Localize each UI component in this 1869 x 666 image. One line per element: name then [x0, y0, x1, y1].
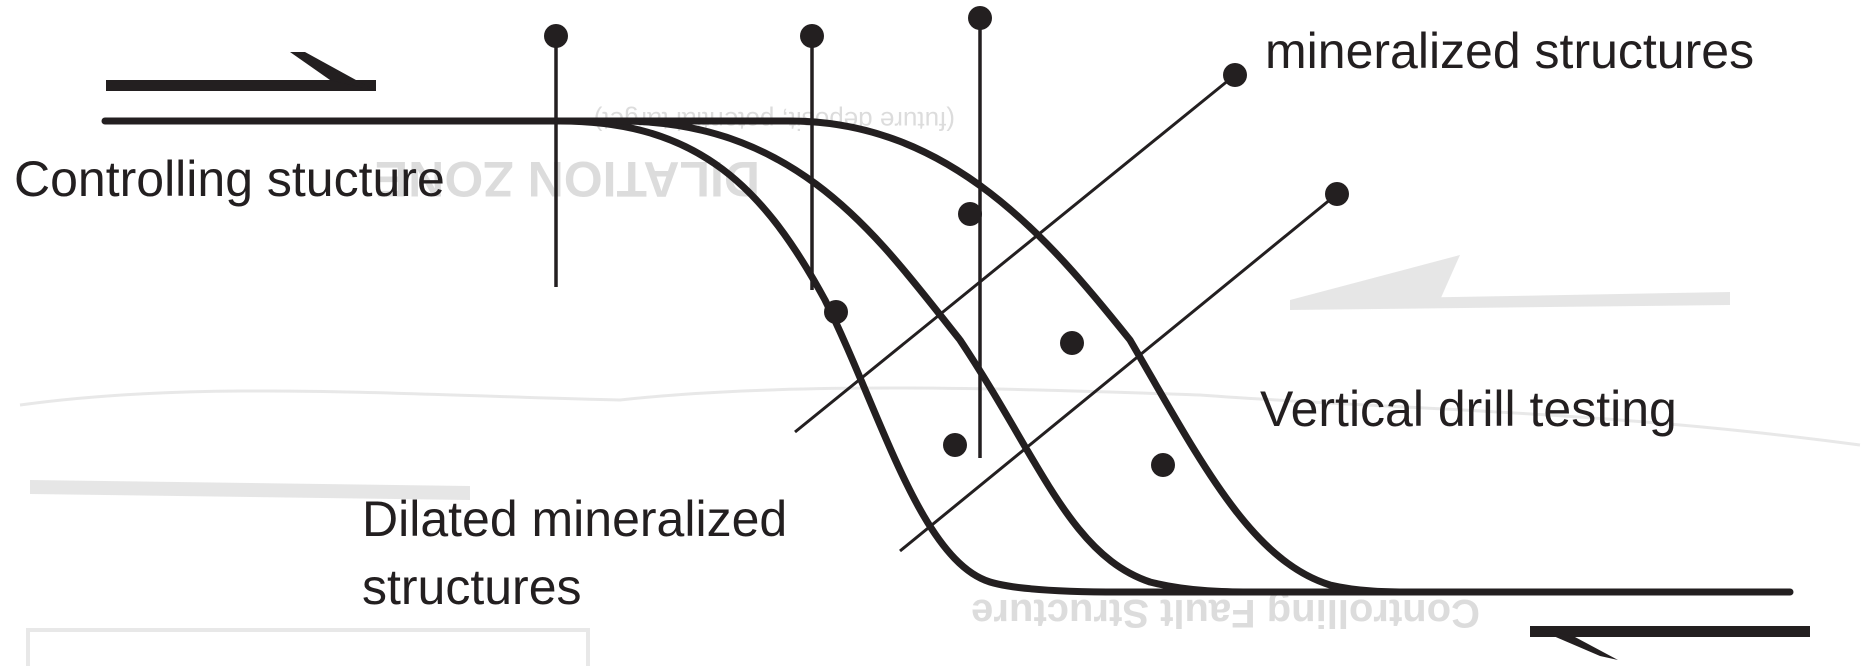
label-vertical-drill-testing: Vertical drill testing — [1260, 381, 1677, 437]
top-arrow-shaft — [106, 80, 376, 91]
angled-drill-collar-2 — [1325, 182, 1349, 206]
vertical-drill-collar-1 — [544, 24, 568, 48]
ghost-box — [28, 630, 588, 666]
bottom-arrow-shaft — [1530, 626, 1810, 637]
label-dilated-line2: structures — [362, 559, 582, 615]
label-dilated-line1: Dilated mineralized — [362, 491, 787, 547]
vertical-drill-collar-2 — [800, 24, 824, 48]
ghost-arrowhead-right — [1290, 255, 1460, 300]
intercept-point-3 — [1060, 331, 1084, 355]
vertical-drill-collar-3 — [968, 6, 992, 30]
label-controlling-structure: Controlling stucture — [14, 151, 445, 207]
intercept-point-1 — [824, 300, 848, 324]
ghost-controlling-fault: Controlling Fault Structure — [971, 591, 1480, 635]
label-mineralized-structures: mineralized structures — [1265, 23, 1754, 79]
intercept-point-2 — [958, 202, 982, 226]
angled-drill-hole-2 — [900, 194, 1337, 551]
angled-drill-collar-1 — [1223, 63, 1247, 87]
intercept-point-4 — [943, 433, 967, 457]
intercept-point-5 — [1151, 453, 1175, 477]
